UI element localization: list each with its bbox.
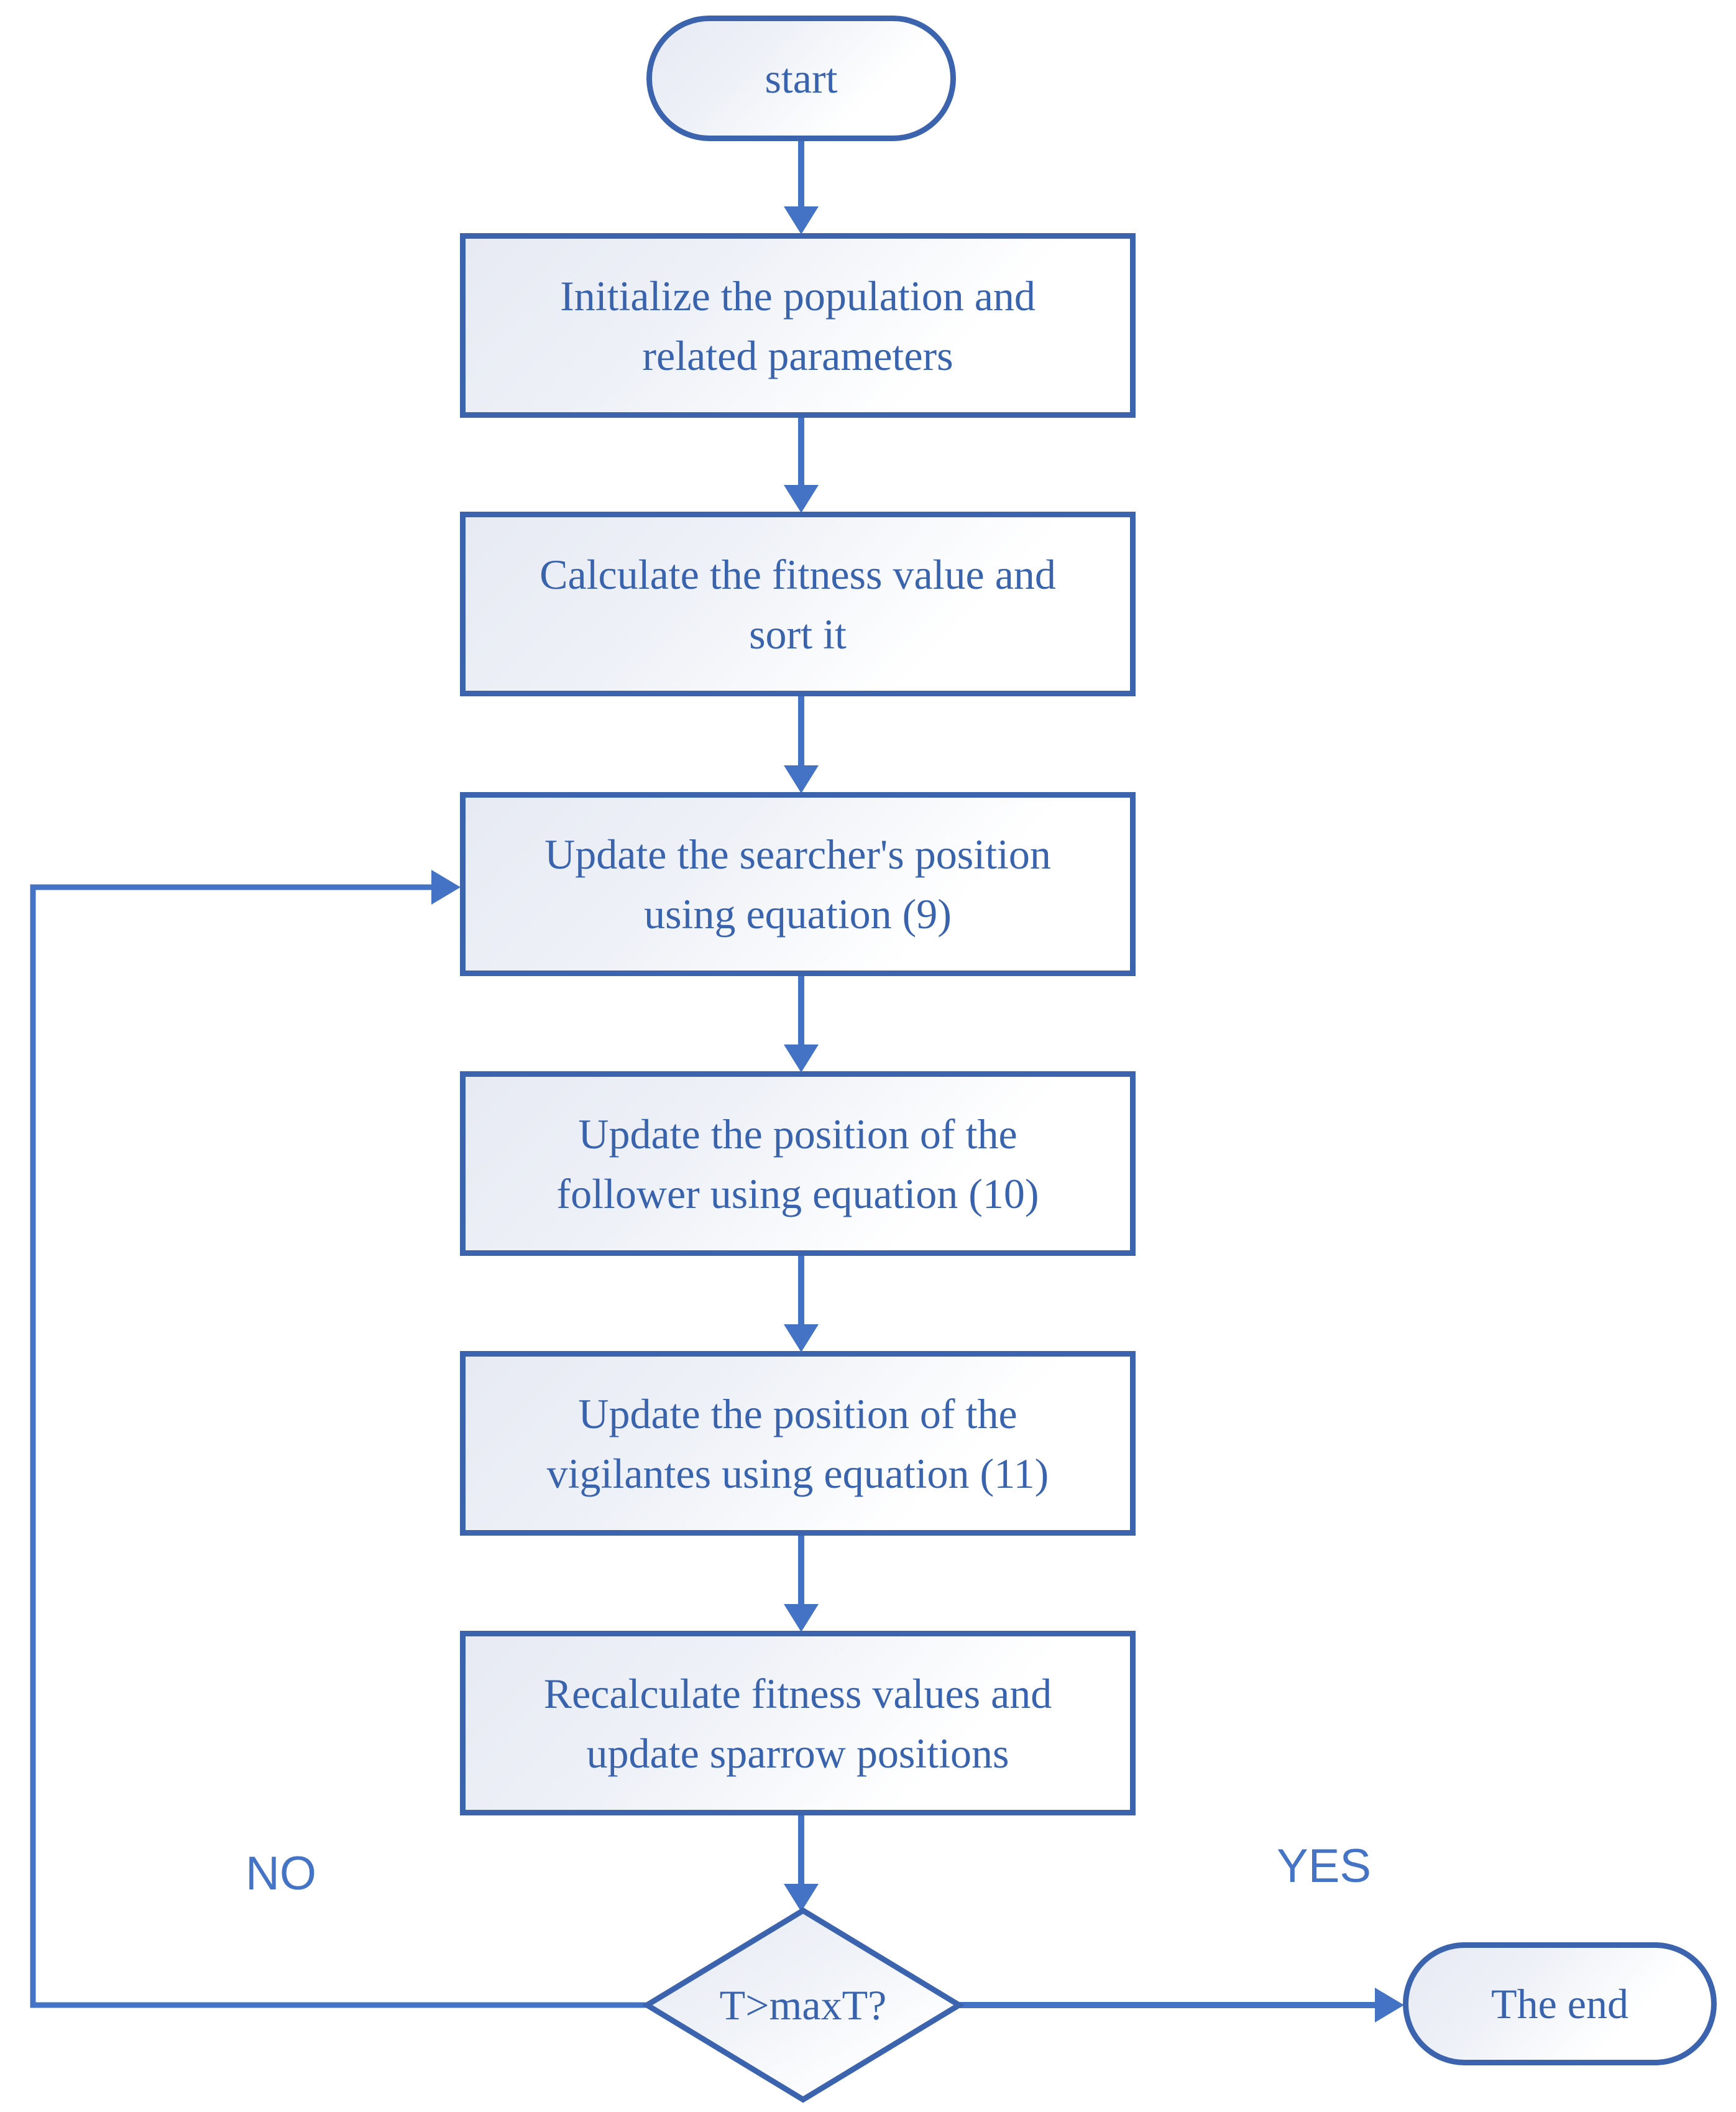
- node-update-searcher-label: Update the searcher's position using equ…: [544, 831, 1051, 938]
- node-initialize-population-label: Initialize the population and related pa…: [560, 272, 1036, 379]
- node-start: start: [646, 16, 956, 141]
- node-update-vigilantes-label: Update the position of the vigilantes us…: [546, 1390, 1049, 1497]
- edge-yes: [959, 1988, 1404, 2022]
- node-update-vigilantes: Update the position of the vigilantes us…: [460, 1351, 1136, 1536]
- edge-update-searcher-to-update-follower: [784, 975, 819, 1072]
- node-calculate-fitness-label: Calculate the fitness value and sort it: [540, 550, 1056, 658]
- edge-update-follower-to-update-vigilantes: [784, 1255, 819, 1352]
- node-start-label: start: [765, 55, 838, 102]
- edge-start-to-initialize: [784, 139, 819, 234]
- node-initialize-population: Initialize the population and related pa…: [460, 233, 1136, 418]
- branch-label-yes: YES: [1277, 1840, 1372, 1893]
- node-end: The end: [1403, 1942, 1717, 2065]
- branch-label-no: NO: [246, 1847, 316, 1900]
- node-decision: T>maxT?: [647, 1911, 959, 2100]
- edge-no-loop: [30, 870, 647, 2008]
- node-calculate-fitness: Calculate the fitness value and sort it: [460, 512, 1136, 696]
- node-update-follower: Update the position of the follower usin…: [460, 1071, 1136, 1256]
- decision-diamond-shape: [641, 1907, 965, 2103]
- edge-initialize-to-calculate: [784, 417, 819, 513]
- node-recalculate-fitness-label: Recalculate fitness values and update sp…: [543, 1669, 1052, 1777]
- edge-calculate-to-update-searcher: [784, 695, 819, 793]
- node-update-follower-label: Update the position of the follower usin…: [556, 1110, 1039, 1217]
- node-decision-label: T>maxT?: [719, 1981, 887, 2029]
- node-end-label: The end: [1491, 1980, 1628, 2027]
- edge-update-vigilantes-to-recalculate: [784, 1534, 819, 1632]
- edge-recalculate-to-decision: [784, 1814, 819, 1912]
- node-recalculate-fitness: Recalculate fitness values and update sp…: [460, 1631, 1136, 1815]
- node-update-searcher: Update the searcher's position using equ…: [460, 792, 1136, 976]
